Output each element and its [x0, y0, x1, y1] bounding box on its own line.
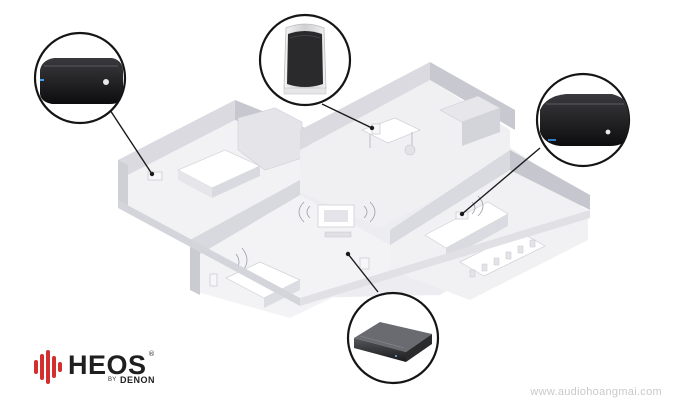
black-wide-speaker-icon	[40, 58, 123, 104]
denon-wordmark: DENON	[120, 375, 156, 385]
callout-lines	[109, 103, 541, 293]
callout-heos-homecinema	[346, 291, 440, 385]
callout-speaker-heos-1	[258, 13, 352, 107]
callout-speaker-heos-5	[33, 31, 127, 125]
callout-dots	[149, 125, 465, 257]
house-model	[118, 62, 590, 318]
heos-logo-mark-icon	[34, 350, 62, 384]
heos-wordmark: HEOS	[68, 350, 147, 380]
room-bedroom	[118, 100, 310, 245]
heos-logo: HEOS ® BY DENON	[30, 348, 180, 388]
brand-by-label: BY	[108, 377, 117, 383]
white-tall-speaker-icon	[283, 23, 327, 95]
room-office	[300, 62, 515, 228]
callout-speaker-heos-7	[535, 72, 631, 168]
registered-mark: ®	[148, 350, 155, 358]
soundbar-icon	[354, 322, 432, 362]
website-watermark: www.audiohoangmai.com	[530, 386, 662, 398]
black-wide-speaker-icon	[540, 94, 629, 146]
